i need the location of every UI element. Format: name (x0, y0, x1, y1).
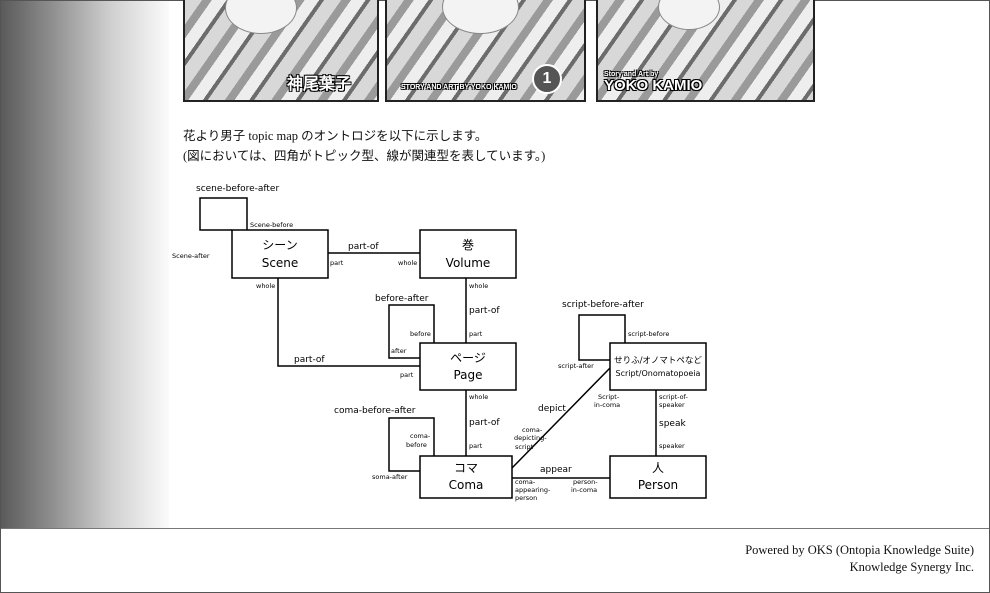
footer-powered-by: Powered by OKS (Ontopia Knowledge Suite) (745, 543, 974, 557)
role-whole-volume: whole (398, 259, 417, 267)
role-coma-appearing-person-2: appearing- (515, 486, 551, 494)
role-script-in-coma-1: Script- (598, 393, 620, 401)
ontology-diagram: シーン Scene 巻 Volume ページ Page コマ Coma 人 Pe… (172, 184, 707, 502)
assoc-part-of-scene-volume: part-of (348, 242, 379, 252)
script-label-jp: せりふ/オノマトペなど (614, 356, 702, 366)
coma-box (419, 455, 513, 499)
role-whole-page: whole (469, 393, 488, 401)
role-after-page: after (391, 347, 407, 355)
cover-volume-badge: 1 (532, 64, 562, 94)
assoc-script-before-after: script-before-after (562, 300, 644, 310)
role-whole-volume-down: whole (469, 282, 488, 290)
role-script-of-speaker-1: script-of- (659, 393, 688, 401)
page-label-jp: ページ (450, 351, 486, 365)
person-box (609, 455, 707, 499)
role-coma-appearing-person-3: person (515, 494, 537, 502)
role-script-after: script-after (558, 362, 594, 370)
role-scene-after: Scene-after (172, 252, 210, 260)
script-loop-line (578, 314, 626, 361)
assoc-part-of-scene-page: part-of (294, 355, 325, 365)
role-person-in-coma-2: in-coma (571, 486, 597, 494)
page-loop-line (388, 304, 435, 359)
cover-image-2[interactable]: STORY AND ART BY YOKO KAMIO 1 (385, 0, 586, 102)
person-label-en: Person (638, 478, 678, 492)
role-coma-before-2: before (406, 441, 427, 449)
assoc-part-of-page-coma: part-of (469, 418, 500, 428)
cover-image-1[interactable]: 神尾葉子 (183, 0, 379, 102)
volume-label-jp: 巻 (462, 238, 474, 252)
assoc-before-after: before-after (375, 294, 429, 304)
cover-author-jp: 神尾葉子 (287, 76, 352, 93)
intro-text: 花より男子 topic map のオントロジを以下に示します。 (図においては、… (183, 126, 545, 166)
coma-loop-line (388, 417, 435, 472)
left-gradient-bar (1, 1, 169, 528)
role-script-of-speaker-2: speaker (659, 401, 685, 409)
coma-script-line (511, 367, 611, 469)
role-part-page-top: part (469, 330, 483, 338)
assoc-coma-before-after: coma-before-after (334, 406, 416, 416)
coma-label-en: Coma (449, 478, 484, 492)
intro-line-1: 花より男子 topic map のオントロジを以下に示します。 (183, 129, 488, 143)
volume-box (419, 229, 517, 279)
scene-box (231, 229, 329, 279)
scene-page-line (277, 278, 420, 367)
role-whole-scene: whole (256, 282, 275, 290)
script-box (609, 342, 707, 391)
assoc-speak: speak (659, 419, 686, 429)
role-coma-before-1: coma- (410, 432, 431, 440)
intro-line-2: (図においては、四角がトピック型、線が関連型を表しています。) (183, 149, 546, 163)
scene-loop-line (199, 197, 248, 231)
assoc-depict: depict (538, 404, 566, 414)
script-label-en: Script/Onomatopoeia (616, 369, 701, 378)
role-coma-appearing-person-1: coma- (515, 478, 536, 486)
scene-label-en: Scene (262, 256, 299, 270)
coma-label-jp: コマ (454, 461, 478, 475)
footer-company: Knowledge Synergy Inc. (849, 560, 974, 574)
cover-story-credit: STORY AND ART BY YOKO KAMIO (401, 84, 517, 91)
assoc-scene-before-after: scene-before-after (196, 184, 279, 194)
scene-label-jp: シーン (262, 238, 297, 252)
person-label-jp: 人 (652, 461, 664, 475)
role-part-coma: part (469, 442, 483, 450)
role-part-scene: part (330, 259, 344, 267)
role-script-before: script-before (628, 330, 669, 338)
assoc-appear: appear (540, 465, 572, 475)
role-coma-depicting-script-1: coma- (522, 426, 543, 434)
cover-story-credit-short: Story and Art by (604, 71, 659, 78)
role-part-page-left: part (400, 371, 414, 379)
footer: Powered by OKS (Ontopia Knowledge Suite)… (745, 542, 974, 576)
role-script-in-coma-2: in-coma (594, 401, 620, 409)
cover-image-3[interactable]: Story and Art by YOKO KAMIO (596, 0, 815, 102)
role-coma-depicting-script-2: depicting- (514, 434, 547, 442)
role-speaker: speaker (659, 442, 685, 450)
volume-label-en: Volume (446, 256, 491, 270)
assoc-part-of-volume-page: part-of (469, 306, 500, 316)
role-before-page: before (410, 330, 431, 338)
role-coma-depicting-script-3: script (515, 443, 534, 451)
page-box (419, 342, 517, 391)
footer-divider (1, 528, 989, 529)
role-person-in-coma-1: person- (573, 478, 598, 486)
role-scene-before: Scene-before (250, 221, 293, 229)
page-label-en: Page (453, 368, 482, 382)
cover-author-en: YOKO KAMIO (604, 77, 703, 94)
role-soma-after: soma-after (372, 473, 408, 481)
